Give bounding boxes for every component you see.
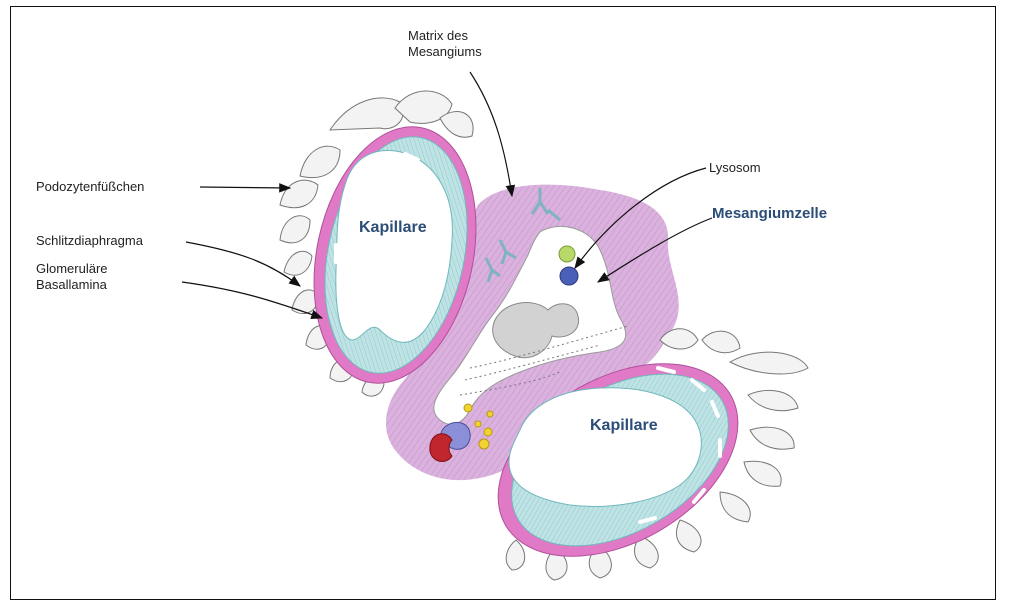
granule [464,404,472,412]
label-mesangiumzelle: Mesangiumzelle [712,206,827,222]
lysosom-blue [560,267,578,285]
label-podozyten: Podozytenfüßchen [36,179,144,195]
arrow-schlitz [186,242,300,286]
granule [479,439,489,449]
granule [484,428,492,436]
arrow-podozyten [200,187,290,188]
label-matrix-line1: Matrix des [408,28,482,44]
label-glomerulaere: Glomeruläre Basallamina [36,261,108,293]
label-glom-line2: Basallamina [36,277,108,293]
label-kapillare-right: Kapillare [590,417,658,435]
label-schlitz: Schlitzdiaphragma [36,233,143,249]
label-matrix: Matrix des Mesangiums [408,28,482,60]
label-matrix-line2: Mesangiums [408,44,482,60]
arrow-matrix [470,72,512,196]
lysosom-green [559,246,575,262]
label-kapillare-left: Kapillare [359,219,427,237]
label-glom-line1: Glomeruläre [36,261,108,277]
granule [475,421,481,427]
label-lysosom: Lysosom [709,160,761,176]
granule [487,411,493,417]
